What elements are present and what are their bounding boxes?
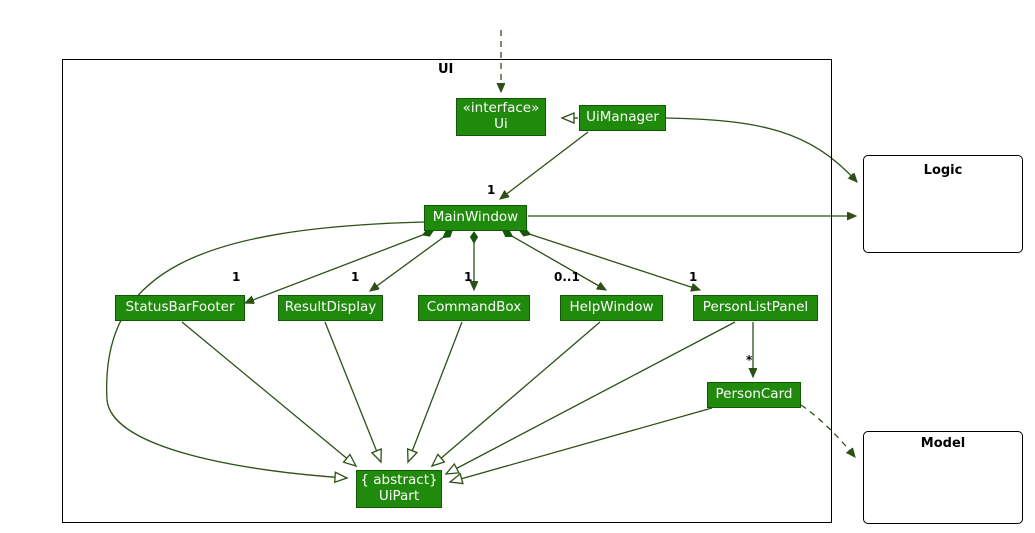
multiplicity-mainwindow-commandbox: 1 xyxy=(464,270,473,284)
class-box-mainwindow[interactable]: MainWindow xyxy=(424,205,527,231)
class-box-ui-interface[interactable]: «interface» Ui xyxy=(456,98,546,136)
class-ui-name: Ui xyxy=(494,116,508,132)
multiplicity-mainwindow-statusbarfooter: 1 xyxy=(232,270,241,284)
class-ui-stereotype: «interface» xyxy=(462,100,540,117)
multiplicity-mainwindow-personlistpanel: 1 xyxy=(689,270,698,284)
class-statusbarfooter-name: StatusBarFooter xyxy=(125,299,235,316)
external-box-model-label: Model xyxy=(920,436,966,451)
class-resultdisplay-name: ResultDisplay xyxy=(284,299,377,316)
class-uipart-abstract-marker: { abstract} xyxy=(360,472,438,489)
multiplicity-personlistpanel-personcard: * xyxy=(746,353,753,367)
external-box-model xyxy=(863,431,1023,524)
class-uipart-name: UiPart xyxy=(378,488,420,504)
class-personcard-name: PersonCard xyxy=(715,386,793,403)
class-box-statusbarfooter[interactable]: StatusBarFooter xyxy=(115,295,245,321)
class-box-commandbox[interactable]: CommandBox xyxy=(418,295,530,321)
class-box-helpwindow[interactable]: HelpWindow xyxy=(560,295,663,321)
external-box-logic xyxy=(863,155,1023,253)
class-uimanager-name: UiManager xyxy=(586,109,659,126)
package-ui-label: UI xyxy=(438,62,454,77)
external-box-logic-label: Logic xyxy=(923,163,963,178)
multiplicity-mainwindow-resultdisplay: 1 xyxy=(351,270,360,284)
class-helpwindow-name: HelpWindow xyxy=(569,299,654,316)
class-box-resultdisplay[interactable]: ResultDisplay xyxy=(278,295,383,321)
class-box-uimanager[interactable]: UiManager xyxy=(579,105,666,131)
class-box-personlistpanel[interactable]: PersonListPanel xyxy=(693,295,818,321)
class-box-personcard[interactable]: PersonCard xyxy=(707,382,801,408)
multiplicity-uimanager-mainwindow: 1 xyxy=(487,183,496,197)
class-mainwindow-name: MainWindow xyxy=(432,209,519,226)
class-commandbox-name: CommandBox xyxy=(426,299,522,316)
package-ui-frame xyxy=(62,59,832,523)
class-box-uipart[interactable]: { abstract} UiPart xyxy=(356,470,442,508)
class-personlistpanel-name: PersonListPanel xyxy=(702,299,809,316)
multiplicity-mainwindow-helpwindow: 0..1 xyxy=(554,270,580,284)
